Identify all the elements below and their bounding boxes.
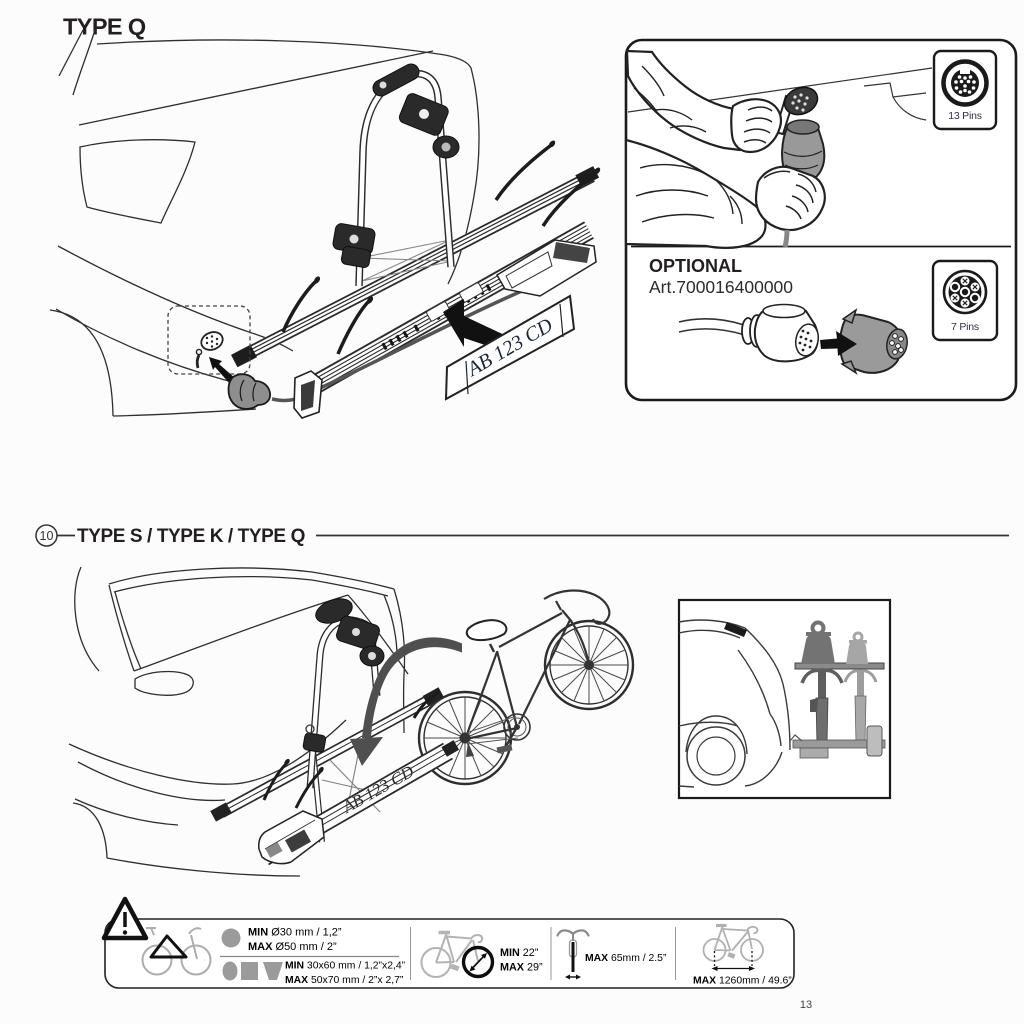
svg-text:MIN 22”: MIN 22” [500,947,539,959]
svg-text:MAX Ø50 mm / 2”: MAX Ø50 mm / 2” [248,941,337,953]
svg-text:MAX 1260mm / 49.6”: MAX 1260mm / 49.6” [693,976,792,987]
svg-text:MAX 29”: MAX 29” [500,962,543,974]
svg-text:TYPE Q: TYPE Q [63,14,146,40]
svg-text:MIN 30x60 mm / 1,2”x2,4”: MIN 30x60 mm / 1,2”x2,4” [285,961,406,972]
svg-text:10: 10 [40,529,54,543]
svg-text:AB 123 CD: AB 123 CD [339,761,418,817]
svg-text:TYPE S / TYPE K / TYPE Q: TYPE S / TYPE K / TYPE Q [77,526,305,547]
svg-text:MAX 50x70 mm / 2”x 2,7”: MAX 50x70 mm / 2”x 2,7” [285,975,404,986]
svg-text:7 Pins: 7 Pins [951,321,979,333]
svg-text:Art.700016400000: Art.700016400000 [649,277,793,297]
svg-text:MAX 65mm / 2.5”: MAX 65mm / 2.5” [585,953,667,964]
svg-text:MIN Ø30 mm / 1,2”: MIN Ø30 mm / 1,2” [248,927,342,939]
svg-text:13 Pins: 13 Pins [948,110,982,122]
svg-text:13: 13 [800,999,812,1011]
svg-text:OPTIONAL: OPTIONAL [649,256,742,276]
